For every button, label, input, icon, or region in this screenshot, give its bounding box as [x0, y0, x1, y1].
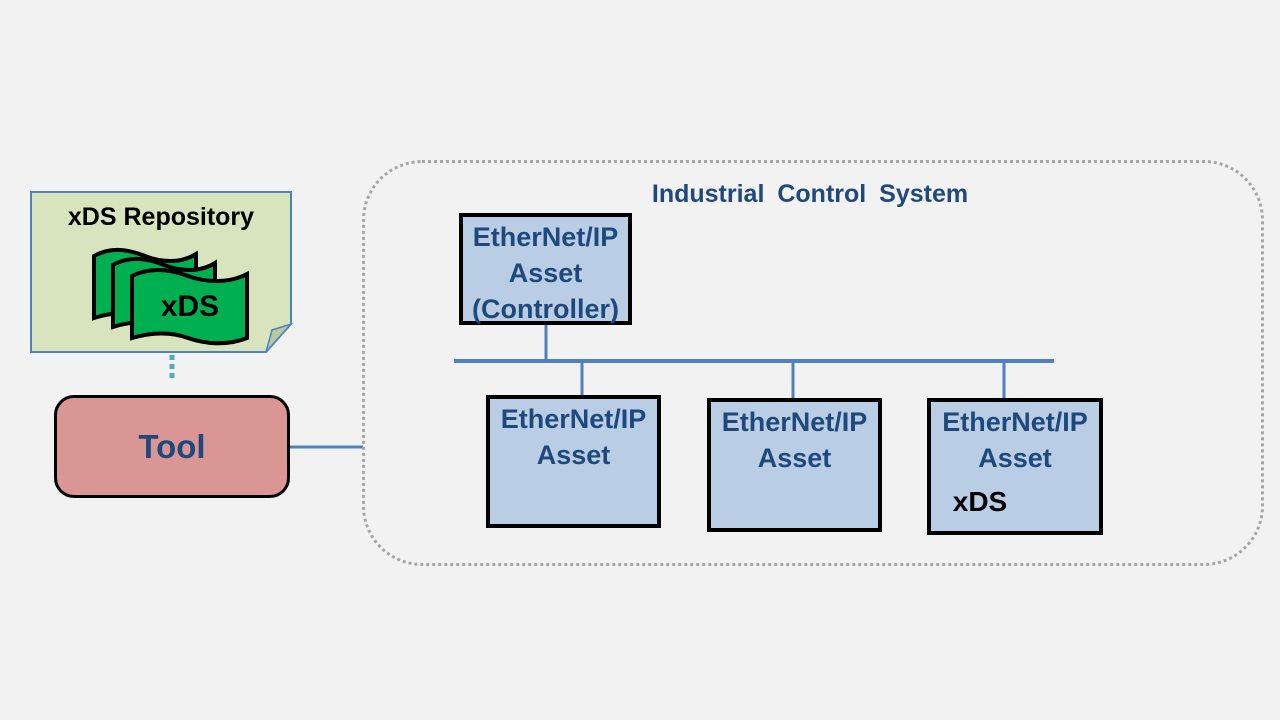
asset-3-xds-label: xDS: [952, 486, 1008, 517]
asset-2-line1: EtherNet/IP: [721, 407, 868, 437]
asset-1-line2: Asset: [536, 440, 611, 470]
ics-title: Industrial Control System: [651, 180, 969, 208]
repository-label: xDS Repository: [67, 203, 255, 231]
asset-1[interactable]: EtherNet/IP Asset: [486, 395, 661, 528]
asset-3[interactable]: EtherNet/IP Asset: [927, 398, 1103, 535]
asset-2[interactable]: EtherNet/IP Asset: [707, 398, 882, 532]
controller-line2: Asset: [508, 258, 583, 288]
tool-box[interactable]: Tool: [54, 395, 290, 498]
tool-label: Tool: [138, 427, 206, 465]
controller-line1: EtherNet/IP: [472, 222, 619, 252]
xds-document-stack-icon: [92, 248, 249, 346]
repository-xds-label: xDS: [160, 290, 220, 323]
asset-3-line2: Asset: [978, 443, 1052, 473]
controller-line3: (Controller): [472, 294, 619, 324]
controller-asset[interactable]: EtherNet/IP Asset (Controller): [459, 213, 632, 325]
ics-boundary: [362, 160, 1264, 566]
asset-3-line1: EtherNet/IP: [942, 407, 1088, 437]
asset-1-line1: EtherNet/IP: [500, 404, 647, 434]
asset-2-line2: Asset: [757, 443, 832, 473]
repository-note-fold: [265, 322, 294, 353]
